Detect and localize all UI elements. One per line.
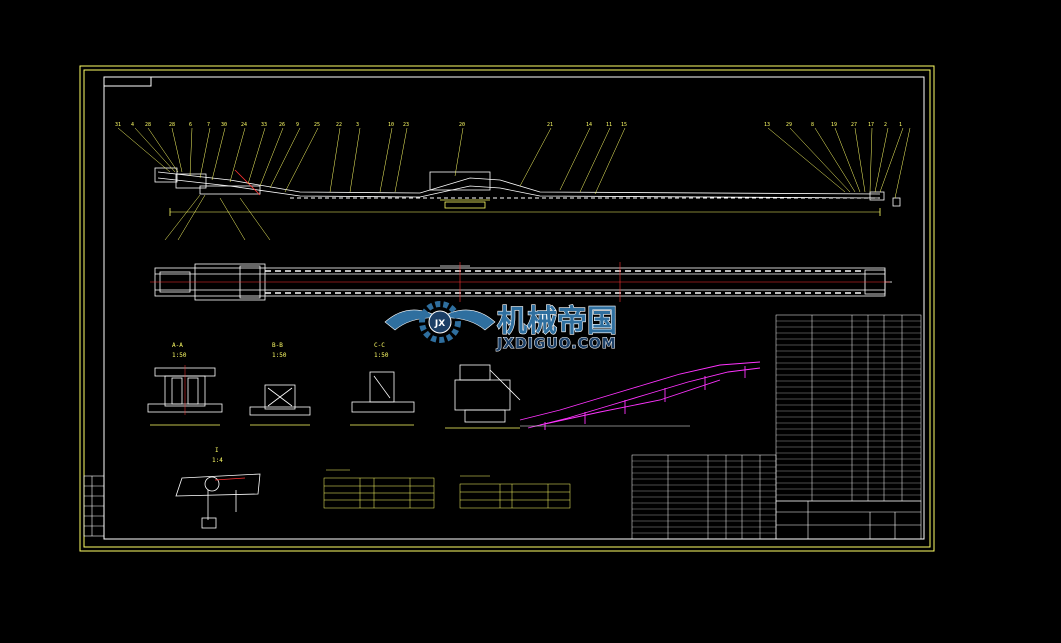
section-a-view [147, 365, 223, 426]
svg-text:26: 26 [279, 122, 285, 128]
svg-text:9: 9 [296, 122, 299, 128]
sheet-frame [79, 65, 935, 552]
watermark-subtitle: JXDIGUO.COM [496, 336, 617, 352]
section-b-view [249, 384, 311, 426]
plan-view-dashes [265, 270, 865, 294]
svg-text:21: 21 [547, 122, 553, 128]
svg-text:33: 33 [261, 122, 267, 128]
svg-text:27: 27 [851, 122, 857, 128]
svg-text:14: 14 [586, 122, 592, 128]
tech-spec-table-2 [459, 475, 571, 509]
title-block [775, 500, 922, 540]
watermark-logo-letters: JX [434, 319, 445, 329]
svg-text:22: 22 [336, 122, 342, 128]
svg-text:13: 13 [764, 122, 770, 128]
part-leader-lines [117, 127, 911, 199]
watermark-logo-icon: JX [384, 301, 496, 343]
svg-text:23: 23 [403, 122, 409, 128]
svg-text:11: 11 [606, 122, 612, 128]
svg-text:24: 24 [241, 122, 247, 128]
detail-i-view [175, 473, 261, 529]
svg-text:3: 3 [356, 122, 359, 128]
svg-text:29: 29 [786, 122, 792, 128]
section-c-label: C-C [374, 342, 385, 349]
svg-text:28: 28 [145, 122, 151, 128]
section-b-label: B-B [272, 342, 283, 349]
section-b-scale: 1:50 [272, 352, 287, 359]
svg-text:6: 6 [189, 122, 192, 128]
isometric-view [519, 361, 761, 430]
watermark-title: 机械帝国 [497, 304, 617, 339]
svg-text:19: 19 [831, 122, 837, 128]
tech-spec-table-1 [323, 469, 435, 509]
svg-text:31: 31 [115, 122, 121, 128]
svg-text:28: 28 [169, 122, 175, 128]
section-a-label: A-A [172, 342, 183, 349]
detail-i-label: I [215, 447, 219, 454]
left-margin-table [83, 475, 105, 537]
svg-text:30: 30 [221, 122, 227, 128]
conveyor-elevation-view [154, 167, 901, 216]
svg-text:20: 20 [459, 122, 465, 128]
svg-text:15: 15 [621, 122, 627, 128]
section-a-scale: 1:50 [172, 352, 187, 359]
drive-head-view [445, 364, 521, 429]
section-c-scale: 1:50 [374, 352, 389, 359]
svg-text:8: 8 [811, 122, 814, 128]
svg-text:2: 2 [884, 122, 887, 128]
parts-list-upper [775, 314, 922, 502]
svg-text:25: 25 [314, 122, 320, 128]
section-c-view [350, 371, 415, 426]
svg-text:17: 17 [868, 122, 874, 128]
svg-text:4: 4 [131, 122, 134, 128]
svg-text:7: 7 [207, 122, 210, 128]
lower-leaders [164, 194, 271, 241]
watermark: JX 机械帝国 JXDIGUO.COM [384, 301, 618, 353]
detail-i-scale: 1:4 [212, 457, 223, 464]
svg-text:1: 1 [899, 122, 902, 128]
svg-text:10: 10 [388, 122, 394, 128]
parts-list-lower-rows [632, 460, 776, 534]
parts-list-upper-rows [776, 320, 921, 496]
plan-view-centerlines [150, 262, 890, 302]
